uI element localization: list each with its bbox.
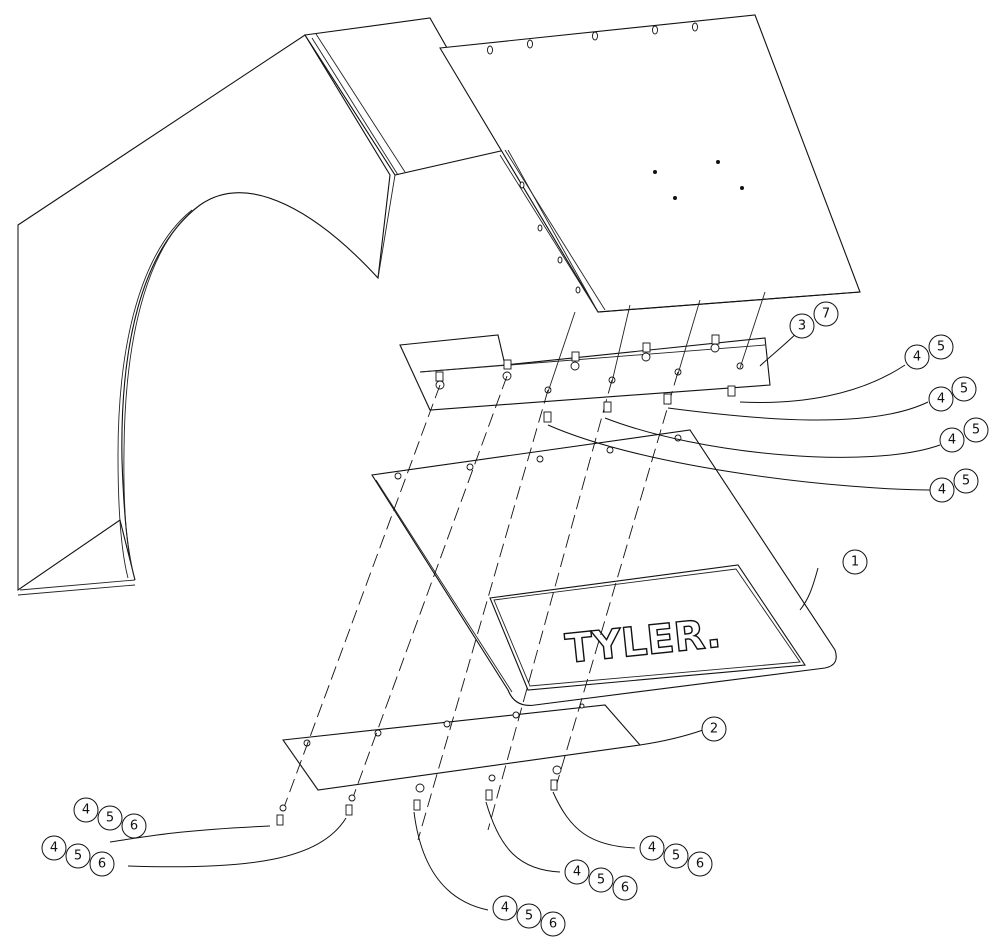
bottom-strip — [282, 703, 642, 791]
callout-4-5-6-d: 4 5 6 — [564, 859, 638, 901]
callout-4-5-6-e: 4 5 6 — [639, 835, 713, 877]
callout-label: 4 — [82, 803, 90, 818]
callout-label: 5 — [937, 340, 945, 355]
callout-label: 6 — [130, 819, 138, 834]
fasteners — [276, 385, 736, 826]
callout-4-5-b: 4 5 — [928, 376, 977, 412]
callout-label: 5 — [962, 474, 970, 489]
callout-2: 2 — [701, 716, 727, 742]
callout-label: 2 — [710, 722, 718, 737]
callout-4-5-a: 4 5 — [904, 334, 954, 370]
callout-label: 6 — [98, 857, 106, 872]
callout-label: 4 — [573, 865, 581, 880]
callout-label: 6 — [621, 881, 629, 896]
top-flap-plate — [439, 14, 861, 313]
assembly-lines — [282, 291, 766, 841]
mud-flap: TYLER. — [371, 429, 837, 706]
callout-label: 4 — [501, 901, 509, 916]
callout-4-5-6-c: 4 5 6 — [492, 895, 566, 937]
callout-label: 5 — [672, 849, 680, 864]
callout-label: 4 — [938, 483, 946, 498]
callout-label: 4 — [648, 841, 656, 856]
callout-label: 4 — [948, 433, 956, 448]
callout-label: 6 — [696, 857, 704, 872]
callout-1: 1 — [842, 549, 868, 575]
callout-label: 4 — [50, 841, 58, 856]
fender — [17, 17, 506, 596]
callout-4-5-6-a: 4 5 6 — [73, 797, 147, 839]
leader-lines — [109, 327, 941, 911]
callout-label: 4 — [937, 392, 945, 407]
bracket-studs — [435, 334, 744, 394]
callout-label: 5 — [960, 382, 968, 397]
callout-4-5-6-b: 4 5 6 — [41, 835, 115, 877]
callout-label: 1 — [851, 555, 859, 570]
callout-label: 5 — [972, 423, 980, 438]
callout-label: 5 — [74, 849, 82, 864]
callout-label: 6 — [549, 917, 557, 932]
callout-label: 4 — [913, 350, 921, 365]
clamp-bracket — [399, 334, 771, 411]
callout-label: 3 — [798, 319, 806, 334]
callout-4-5-d: 4 5 — [929, 468, 979, 503]
callout-label: 5 — [106, 811, 114, 826]
callout-label: 5 — [525, 909, 533, 924]
callout-label: 5 — [597, 873, 605, 888]
callout-label: 7 — [822, 307, 830, 322]
callout-3-7: 3 7 — [789, 301, 839, 339]
callout-4-5-c: 4 5 — [939, 417, 989, 453]
